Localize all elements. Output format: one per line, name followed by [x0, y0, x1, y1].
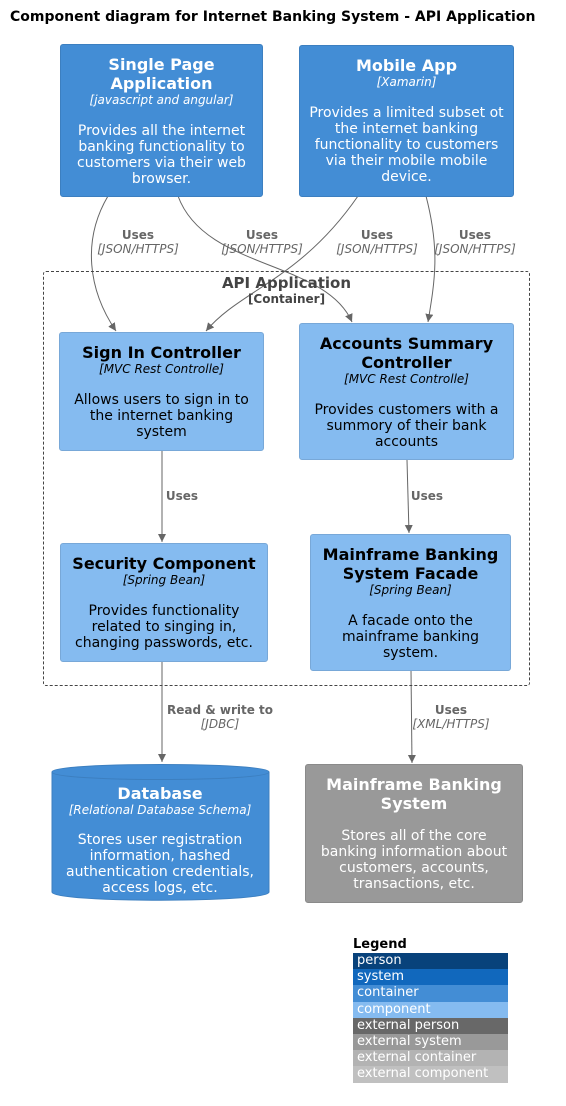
node-description: Stores user registration information, ha…: [66, 832, 254, 896]
api-application-boundary: API Application [Container]: [43, 271, 530, 686]
node-description: Provides all the internet banking functi…: [77, 123, 246, 187]
edge-label-facade-mainframe: Uses [XML/HTTPS]: [406, 703, 496, 731]
node-technology: [Spring Bean]: [369, 583, 452, 597]
legend-item: external person: [353, 1017, 508, 1034]
edge-label-uses: Uses: [434, 703, 468, 717]
node-accounts-summary-controller[interactable]: Accounts Summary Controller [MVC Rest Co…: [299, 323, 514, 460]
edge-accounts-facade: [404, 459, 413, 534]
node-description: Allows users to sign in to the internet …: [74, 392, 249, 440]
legend-title: Legend: [353, 937, 407, 952]
boundary-type: [Container]: [247, 292, 326, 306]
legend-item: external system: [353, 1033, 508, 1051]
node-technology: [Relational Database Schema]: [68, 803, 252, 817]
node-name: Database: [117, 784, 203, 803]
edge-label-mobile-accounts: Uses [JSON/HTTPS]: [429, 228, 521, 256]
node-name: Single Page Application: [108, 55, 215, 93]
edge-spa-accounts: [177, 195, 353, 323]
node-technology: [Spring Bean]: [122, 573, 206, 587]
node-sign-in-controller[interactable]: Sign In Controller [MVC Rest Controlle] …: [59, 332, 264, 451]
edge-label-accounts-facade: Uses: [403, 489, 451, 503]
node-mainframe-banking-system[interactable]: Mainframe Banking System Stores all of t…: [305, 764, 523, 903]
edge-label-uses: Uses: [458, 228, 492, 242]
edge-label-uses: Uses: [410, 489, 444, 503]
node-technology: [MVC Rest Controlle]: [344, 372, 469, 386]
edge-label-protocol: [JSON/HTTPS]: [97, 242, 179, 256]
node-single-page-application[interactable]: Single Page Application [javascript and …: [60, 44, 263, 197]
edge-mobile-accounts: [425, 195, 436, 323]
legend-item: external component: [353, 1066, 508, 1083]
diagram-title: Component diagram for Internet Banking S…: [10, 9, 536, 25]
legend-item: external container: [353, 1050, 508, 1067]
legend-item: container: [353, 985, 508, 1002]
node-description: Provides customers with a summory of the…: [314, 402, 499, 450]
edge-label-protocol: [JSON/HTTPS]: [434, 242, 516, 256]
node-description: A facade onto the mainframe banking syst…: [341, 613, 480, 661]
edge-label-mobile-signin: Uses [JSON/HTTPS]: [331, 228, 423, 256]
node-description: Provides a limited subset ot the interne…: [309, 105, 504, 185]
legend-item: system: [353, 969, 508, 986]
edge-mobile-signin: [205, 195, 359, 332]
edge-label-security-db: Read & write to [JDBC]: [160, 703, 280, 731]
node-name: Mobile App: [355, 56, 458, 75]
node-technology: [Xamarin]: [376, 75, 437, 89]
edge-label-read-write: Read & write to: [166, 703, 274, 717]
edge-label-uses: Uses: [360, 228, 394, 242]
node-name: Mainframe Banking System: [326, 775, 502, 813]
legend-item: component: [353, 1001, 508, 1018]
node-description: Stores all of the core banking informati…: [320, 828, 508, 892]
node-mobile-app[interactable]: Mobile App [Xamarin] Provides a limited …: [299, 45, 514, 197]
node-name: Sign In Controller: [82, 343, 241, 362]
node-name: Security Component: [72, 554, 256, 573]
node-name: Mainframe Banking System Facade: [322, 545, 499, 583]
edge-label-protocol: [JSON/HTTPS]: [336, 242, 418, 256]
node-technology: [MVC Rest Controlle]: [99, 362, 224, 376]
node-description: Provides functionality related to singin…: [75, 603, 253, 651]
edge-label-protocol: [JSON/HTTPS]: [221, 242, 303, 256]
node-security-component[interactable]: Security Component [Spring Bean] Provide…: [60, 543, 268, 662]
node-technology: [javascript and angular]: [89, 93, 234, 107]
boundary-title: API Application: [221, 274, 352, 292]
edge-label-signin-security: Uses: [158, 489, 206, 503]
edge-label-uses: Uses: [121, 228, 155, 242]
node-mainframe-banking-system-facade[interactable]: Mainframe Banking System Facade [Spring …: [310, 534, 511, 671]
node-database[interactable]: Database [Relational Database Schema] St…: [51, 780, 269, 896]
edge-label-uses: Uses: [245, 228, 279, 242]
edge-label-protocol: [JDBC]: [200, 717, 240, 731]
database-cylinder-icon: [51, 764, 270, 901]
legend-item: person: [353, 953, 508, 970]
edge-label-spa-accounts: Uses [JSON/HTTPS]: [216, 228, 308, 256]
edge-label-uses: Uses: [165, 489, 199, 503]
edge-spa-signin: [90, 195, 117, 332]
edge-label-protocol: [XML/HTTPS]: [412, 717, 490, 731]
node-name: Accounts Summary Controller: [319, 334, 494, 372]
edge-label-spa-signin: Uses [JSON/HTTPS]: [92, 228, 184, 256]
